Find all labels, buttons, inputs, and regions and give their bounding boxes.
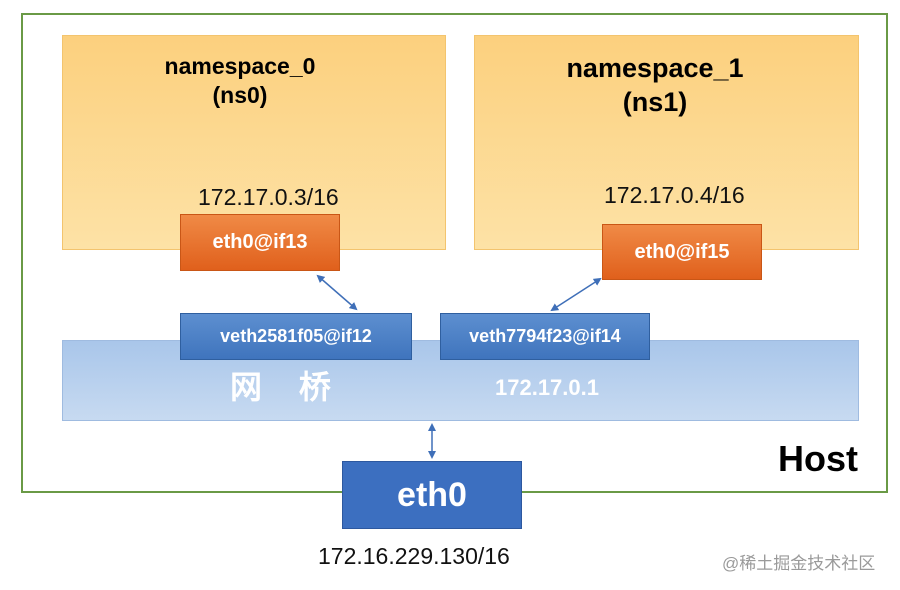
namespace-1-alias: (ns1) bbox=[622, 86, 688, 117]
host-eth0-ip: 172.16.229.130/16 bbox=[318, 543, 510, 569]
host-eth0-interface: eth0 bbox=[342, 461, 522, 529]
namespace-1-ip: 172.17.0.4/16 bbox=[604, 182, 745, 208]
namespace-1-name: namespace_1 bbox=[566, 53, 744, 83]
veth-1-interface: veth7794f23@if14 bbox=[440, 313, 650, 360]
namespace-1-title: namespace_1 (ns1) bbox=[520, 52, 790, 120]
arrow-ns0-to-veth0 bbox=[316, 274, 358, 311]
namespace-0-eth0-interface: eth0@if13 bbox=[180, 214, 340, 271]
arrow-ns1-to-veth1 bbox=[550, 277, 602, 312]
namespace-0-alias: (ns0) bbox=[212, 81, 268, 108]
host-label: Host bbox=[778, 438, 858, 479]
namespace-0-name: namespace_0 bbox=[164, 53, 316, 79]
bridge-ip: 172.17.0.1 bbox=[495, 375, 599, 400]
veth-0-interface: veth2581f05@if12 bbox=[180, 313, 412, 360]
namespace-1-box bbox=[474, 35, 859, 250]
watermark: @稀土掘金技术社区 bbox=[722, 554, 876, 573]
namespace-0-title: namespace_0 (ns0) bbox=[115, 52, 365, 110]
namespace-0-ip: 172.17.0.3/16 bbox=[198, 184, 339, 210]
bridge-label: 网 桥 bbox=[230, 369, 345, 405]
namespace-1-eth0-interface: eth0@if15 bbox=[602, 224, 762, 280]
